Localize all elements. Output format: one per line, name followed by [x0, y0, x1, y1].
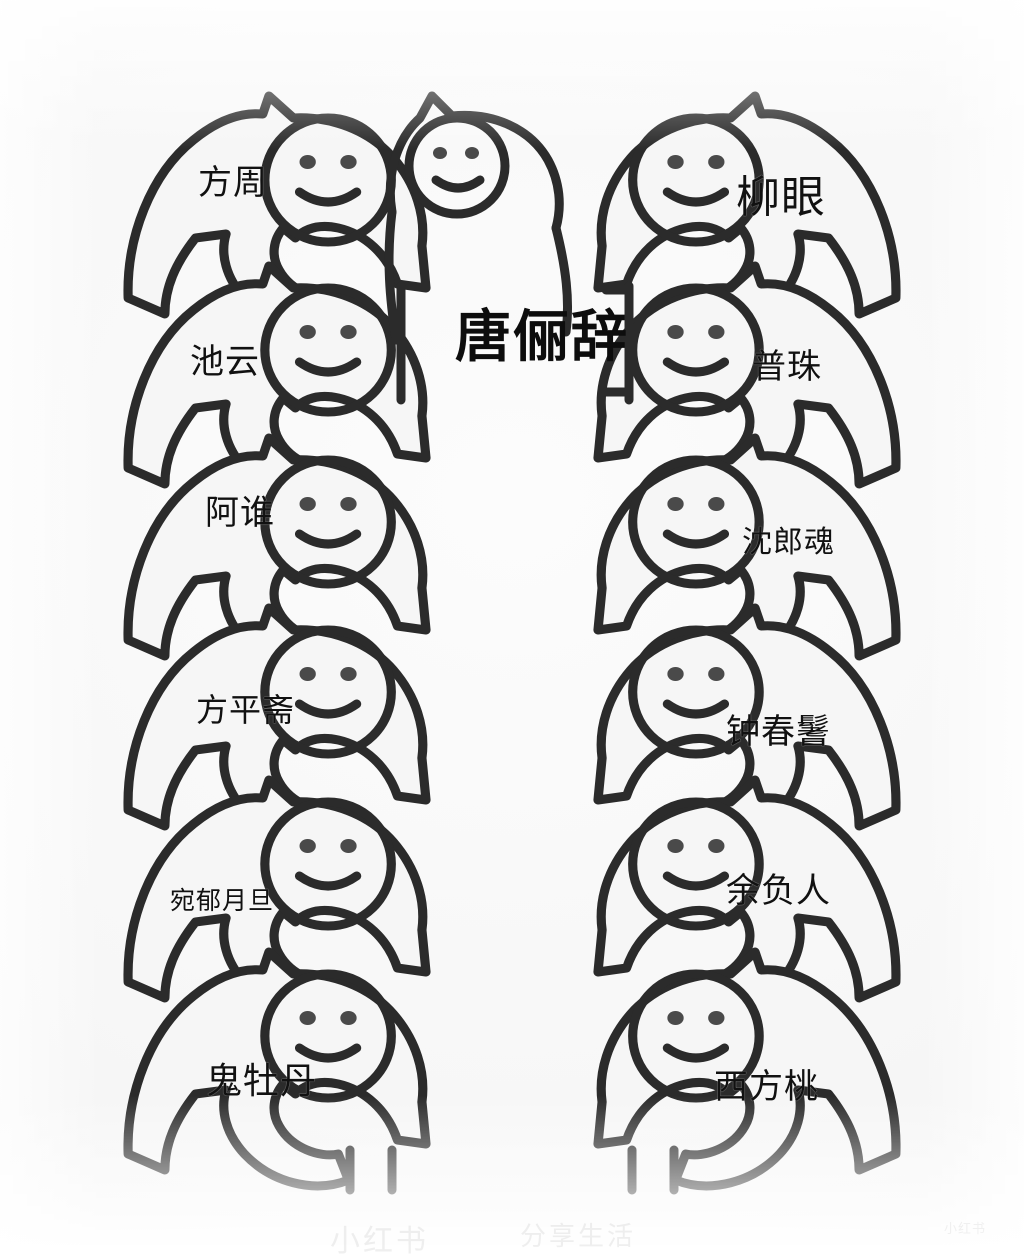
watermark-bottom-center: 小红书	[330, 1224, 429, 1259]
label-left-4: 方平斋	[196, 691, 296, 729]
left-figure-stack	[128, 96, 426, 1195]
watermark-bottom-note: 分享生活	[520, 1222, 637, 1252]
label-right-5: 余负人	[726, 871, 831, 911]
label-right-3: 沈郎魂	[742, 525, 835, 560]
label-left-1: 方周	[198, 163, 268, 203]
label-right-2: 普珠	[752, 347, 822, 387]
label-left-3: 阿谁	[205, 493, 275, 533]
label-right-6: 西方桃	[714, 1067, 819, 1107]
label-right-1: 柳眼	[736, 172, 826, 223]
watermark-bottom-right: 小红书	[944, 1222, 987, 1237]
right-figure-stack	[598, 96, 896, 1195]
label-left-2: 池云	[190, 342, 260, 382]
center-character-name: 唐俪辞	[455, 305, 629, 370]
label-left-6: 鬼牡丹	[206, 1061, 318, 1102]
label-right-4: 钟春鬐	[726, 712, 831, 752]
label-left-5: 宛郁月旦	[170, 886, 275, 915]
